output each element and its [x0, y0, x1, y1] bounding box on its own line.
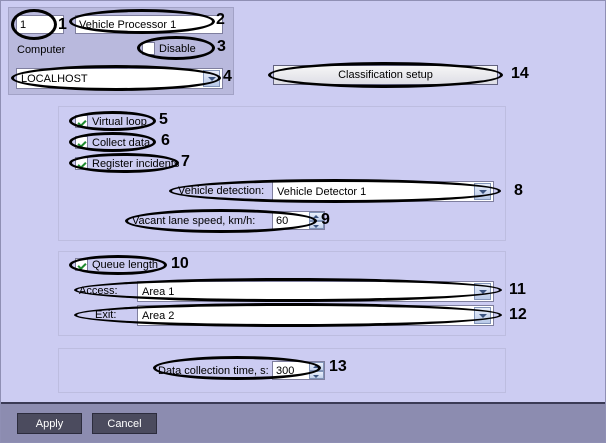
access-area-dropdown[interactable]: Area 1 — [137, 281, 494, 302]
virtual-loop-label: Virtual loop — [92, 115, 147, 128]
vehicle-detection-label: Vehicle detection: — [178, 185, 265, 197]
data-collection-time-label: Data collection time, s: — [158, 365, 269, 377]
chevron-down-icon[interactable] — [474, 183, 491, 200]
apply-button[interactable]: Apply — [17, 413, 82, 434]
computer-label: Computer — [17, 44, 66, 56]
annotation-number-4: 4 — [223, 68, 232, 85]
vehicle-detection-dropdown[interactable]: Vehicle Detector 1 — [272, 181, 494, 202]
data-collection-time-value: 300 — [276, 364, 295, 377]
vacant-lane-speed-stepper[interactable]: 60 — [272, 211, 325, 230]
collect-data-checkbox-row[interactable]: Collect data — [75, 136, 150, 149]
annotation-number-8: 8 — [514, 182, 523, 199]
queue-length-checkbox[interactable] — [75, 258, 88, 271]
stepper-down-icon[interactable] — [309, 370, 324, 379]
object-id-field[interactable]: 1 — [16, 15, 64, 34]
queue-length-label: Queue length — [92, 258, 159, 271]
timing-settings-group: Data collection time, s: 300 — [58, 348, 506, 393]
exit-area-dropdown[interactable]: Area 2 — [137, 305, 494, 326]
annotation-number-5: 5 — [159, 111, 168, 128]
chevron-down-icon[interactable] — [474, 283, 491, 300]
annotation-number-2: 2 — [216, 11, 225, 28]
register-incidents-checkbox-row[interactable]: Register incidents — [75, 157, 179, 170]
computer-host-dropdown[interactable]: LOCALHOST — [16, 68, 223, 89]
object-name-field[interactable]: Vehicle Processor 1 — [75, 15, 223, 34]
annotation-number-13: 13 — [329, 358, 347, 375]
register-incidents-checkbox[interactable] — [75, 157, 88, 170]
identity-panel: 1 Vehicle Processor 1 Computer Disable L… — [8, 7, 234, 95]
exit-area-value: Area 2 — [142, 309, 175, 322]
access-label: Access: — [79, 285, 118, 297]
annotation-number-9: 9 — [321, 211, 330, 228]
vacant-lane-speed-value: 60 — [276, 214, 289, 227]
annotation-number-10: 10 — [171, 255, 189, 272]
chevron-down-icon[interactable] — [474, 307, 491, 324]
stepper-up-icon[interactable] — [309, 362, 324, 371]
exit-label: Exit: — [95, 309, 117, 321]
collect-data-checkbox[interactable] — [75, 136, 88, 149]
disable-checkbox-row[interactable]: Disable — [142, 42, 196, 55]
stepper-buttons[interactable] — [309, 362, 324, 379]
annotation-number-14: 14 — [511, 65, 529, 82]
queue-settings-group: Queue length Access: Area 1 Exit: Area 2 — [58, 251, 506, 336]
bottom-toolbar: Apply Cancel — [1, 402, 605, 442]
virtual-loop-checkbox[interactable] — [75, 115, 88, 128]
annotation-number-3: 3 — [217, 38, 226, 55]
annotation-number-11: 11 — [509, 281, 526, 298]
cancel-button[interactable]: Cancel — [92, 413, 157, 434]
annotation-number-6: 6 — [161, 132, 170, 149]
access-area-value: Area 1 — [142, 285, 175, 298]
disable-checkbox[interactable] — [142, 42, 155, 55]
annotation-number-12: 12 — [509, 306, 527, 323]
classification-setup-button[interactable]: Classification setup — [273, 65, 498, 85]
collect-data-label: Collect data — [92, 136, 151, 149]
virtual-loop-checkbox-row[interactable]: Virtual loop — [75, 115, 147, 128]
detection-settings-group: Virtual loop Collect data Register incid… — [58, 106, 506, 241]
computer-host-value: LOCALHOST — [21, 72, 88, 85]
annotation-number-7: 7 — [181, 153, 190, 170]
queue-length-checkbox-row[interactable]: Queue length — [75, 258, 158, 271]
data-collection-time-stepper[interactable]: 300 — [272, 361, 325, 380]
vacant-lane-speed-label: Vacant lane speed, km/h: — [132, 215, 256, 227]
vehicle-detection-value: Vehicle Detector 1 — [277, 185, 367, 198]
disable-checkbox-label: Disable — [159, 42, 196, 55]
chevron-down-icon[interactable] — [203, 70, 220, 87]
register-incidents-label: Register incidents — [92, 157, 180, 170]
annotation-number-1: 1 — [58, 16, 67, 33]
